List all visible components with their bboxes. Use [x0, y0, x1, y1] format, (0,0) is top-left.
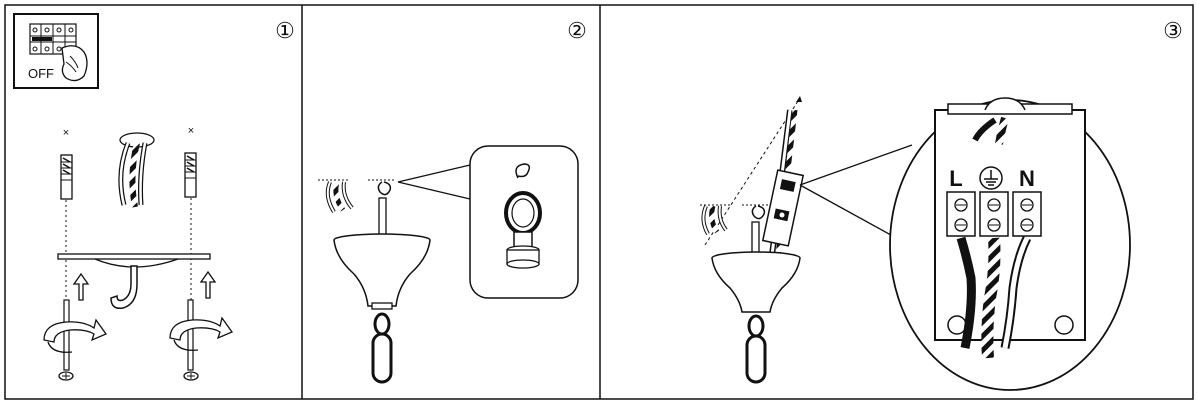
wall-plug-icon — [60, 154, 73, 200]
drill-mark-right: × — [188, 125, 194, 137]
ceiling-cable — [701, 205, 728, 235]
suspension-rod — [378, 197, 387, 239]
earth-symbol-icon — [979, 166, 1003, 190]
hook-icon — [110, 265, 138, 310]
step-number-3: ③ — [1163, 18, 1183, 43]
chain-icon — [745, 314, 767, 384]
power-off-icon — [13, 13, 99, 89]
live-label: L — [949, 166, 962, 191]
drill-mark-left: × — [63, 127, 69, 139]
ceiling-canopy-icon — [711, 251, 801, 313]
mounting-bracket — [57, 253, 211, 260]
hook-detail-icon — [504, 163, 542, 269]
terminal-block-icon — [934, 97, 1086, 359]
ceiling-cable — [118, 132, 155, 208]
terminal-block-small — [761, 169, 805, 247]
wall-plug-icon — [184, 152, 197, 198]
step-number-2: ② — [567, 18, 587, 43]
screw-icon — [43, 272, 107, 381]
chain-icon — [371, 312, 393, 384]
ceiling-cable — [325, 181, 354, 214]
outer-frame — [4, 4, 1194, 400]
neutral-label: N — [1019, 166, 1035, 191]
ceiling-canopy-icon — [333, 233, 431, 310]
step-number-1: ① — [275, 18, 295, 43]
screw-icon — [169, 270, 233, 381]
off-label: OFF — [28, 66, 54, 81]
